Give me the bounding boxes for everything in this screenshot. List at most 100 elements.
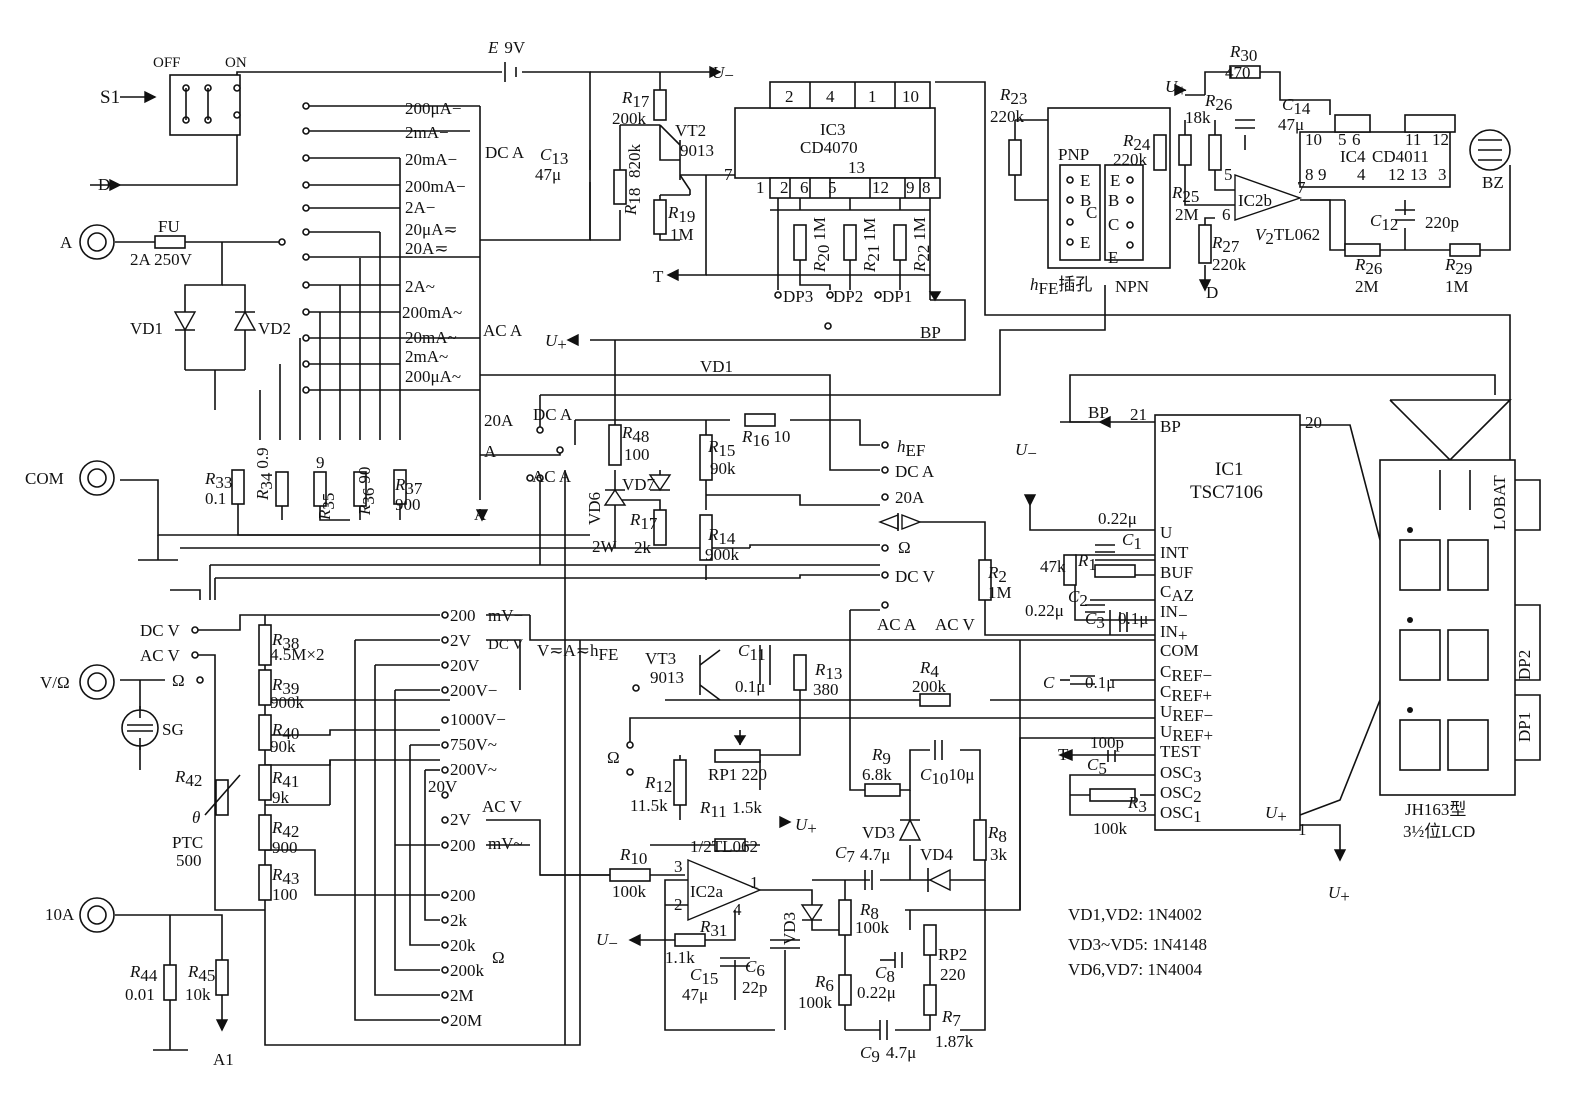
- label-t: T: [653, 267, 664, 286]
- label-pin-osc2: OSC: [1160, 783, 1193, 802]
- label-r8: R: [859, 900, 871, 919]
- svg-text:R3: R3: [1127, 793, 1147, 816]
- label-r23-val: 220k: [990, 107, 1025, 126]
- label-pin-com: COM: [1160, 641, 1199, 660]
- label-r9: R: [871, 745, 883, 764]
- switch-s1: [169, 74, 241, 136]
- label-ic1: IC1: [1215, 459, 1244, 480]
- voltage-switch-contacts: [441, 611, 449, 1024]
- label-ic4-p5: 5: [1338, 130, 1347, 149]
- label-sock-c1: C: [1086, 203, 1097, 222]
- label-dcv-sw: DC V: [488, 637, 523, 653]
- label-ohm-sw: Ω: [492, 948, 505, 967]
- label-range-20aac: 20A≂: [405, 239, 449, 258]
- svg-text:R23: R23: [999, 85, 1027, 108]
- label-r7: R: [941, 1007, 953, 1026]
- label-o-20k: 20k: [450, 936, 476, 955]
- label-ic3-p7: 7: [724, 165, 733, 184]
- label-hef: h: [897, 437, 906, 456]
- label-c8-val: 0.22μ: [857, 983, 896, 1002]
- label-ic2a-p1: 1: [750, 873, 759, 892]
- label-r33: R: [204, 469, 216, 488]
- label-pin-int: INT: [1160, 543, 1189, 562]
- svg-text:R201M: R201M: [810, 217, 833, 273]
- label-dc-a: DC A: [485, 143, 525, 162]
- label-ic4-p12: 12: [1432, 130, 1449, 149]
- label-r4-val: 200k: [912, 677, 947, 696]
- svg-text:R14: R14: [707, 525, 736, 548]
- svg-text:IN+: IN+: [1160, 622, 1188, 645]
- label-r23: R: [999, 85, 1011, 104]
- label-r39: R: [271, 675, 283, 694]
- svg-text:CREF+: CREF+: [1160, 682, 1212, 705]
- label-pin-test: TEST: [1160, 742, 1201, 761]
- label-r3-val: 100k: [1093, 819, 1128, 838]
- label-ic4-p10: 10: [1305, 130, 1322, 149]
- label-pin-u-plus: U: [1265, 803, 1279, 822]
- label-vd6: VD6: [585, 492, 604, 525]
- label-ic2b-p5: 5: [1224, 165, 1233, 184]
- label-pin-21: 21: [1130, 405, 1147, 424]
- label-ac-a: AC A: [483, 321, 523, 340]
- label-pin-in-minus: IN: [1160, 602, 1178, 621]
- label-acv-t: AC V: [935, 615, 976, 634]
- label-rp2: RP2: [938, 945, 967, 964]
- label-dp1-lcd: DP1: [1515, 712, 1534, 742]
- label-cref-val: 0.1μ: [1085, 673, 1115, 692]
- svg-text:C1010μ: C1010μ: [920, 765, 974, 788]
- label-c2: C: [1068, 587, 1080, 606]
- svg-text:C11: C11: [738, 641, 766, 664]
- shunt-resistors: [231, 469, 407, 507]
- label-r37: R: [394, 475, 406, 494]
- label-ic4-p6: 6: [1352, 130, 1361, 149]
- label-pin-in-plus: IN: [1160, 622, 1178, 641]
- label-c11: C: [738, 641, 750, 660]
- label-ptc-500: 500: [176, 851, 202, 870]
- label-hfe: h: [1030, 275, 1039, 294]
- label-r8a: R: [987, 823, 999, 842]
- label-vd4: VD4: [920, 845, 954, 864]
- svg-text:C8: C8: [875, 963, 895, 986]
- label-r26a-val: 18k: [1185, 108, 1211, 127]
- label-u-plus-ic1: U: [1328, 883, 1342, 902]
- label-o-2k: 2k: [450, 911, 468, 930]
- label-c13-val: 47μ: [535, 165, 561, 184]
- label-c14-val: 47μ: [1278, 115, 1304, 134]
- label-r42: R: [174, 767, 186, 786]
- label-sock-e2: E: [1080, 233, 1090, 252]
- svg-text:R12: R12: [644, 773, 672, 796]
- label-ic2a-p2: 2: [674, 895, 683, 914]
- label-o-20m: 20M: [450, 1011, 482, 1030]
- svg-text:UREF−: UREF−: [1160, 702, 1213, 725]
- label-r18: R: [621, 204, 640, 216]
- label-r34: R: [253, 489, 272, 501]
- label-ic3-b2: 2: [780, 178, 789, 197]
- label-dp3: DP3: [783, 287, 813, 306]
- label-range-2ma: 2mA−: [405, 123, 449, 142]
- label-r48-val: 100: [624, 445, 650, 464]
- label-ic3-b6: 6: [800, 178, 809, 197]
- label-ic3-p4: 4: [826, 87, 835, 106]
- label-r10: R: [619, 845, 631, 864]
- svg-text:C1: C1: [1122, 530, 1142, 553]
- label-bp-top: BP: [920, 323, 941, 342]
- label-pin-1: 1: [1298, 820, 1307, 839]
- label-r13-val: 380: [813, 680, 839, 699]
- label-ic3-b8: 8: [922, 178, 931, 197]
- label-c1: C: [1122, 530, 1134, 549]
- svg-text:hFE插孔: hFE插孔: [1030, 275, 1092, 298]
- label-r19: R: [667, 203, 679, 222]
- svg-text:R17: R17: [621, 88, 650, 111]
- label-sg: SG: [162, 720, 184, 739]
- label-range-20ma: 20mA−: [405, 150, 457, 169]
- label-range-20uaac: 20μA≂: [405, 220, 458, 239]
- label-vd7: VD7: [622, 475, 656, 494]
- label-r8-val: 100k: [855, 918, 890, 937]
- label-pin-caz: C: [1160, 582, 1171, 601]
- label-range-2maa: 2mA~: [405, 347, 448, 366]
- svg-text:C13: C13: [540, 145, 568, 168]
- label-r4: R: [919, 658, 931, 677]
- label-range-2aa: 2A~: [405, 277, 435, 296]
- label-r27-val: 220k: [1212, 255, 1247, 274]
- label-vd3: VD3: [780, 912, 799, 945]
